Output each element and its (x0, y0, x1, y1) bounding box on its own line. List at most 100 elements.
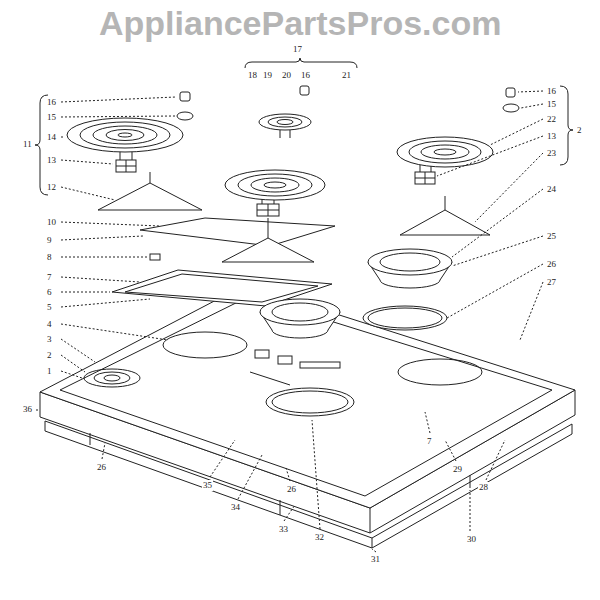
callout-number: 3 (46, 334, 53, 345)
cap-and-ring (503, 104, 519, 112)
leader-line (61, 97, 176, 102)
drip-pan (380, 253, 440, 271)
cooktop-box (370, 508, 371, 533)
leader-line (470, 490, 471, 531)
surface-element (421, 145, 469, 159)
callout-number: 15 (546, 99, 557, 110)
callout-number: 12 (46, 182, 57, 193)
surface-element (251, 178, 299, 192)
drip-pan (260, 299, 340, 338)
leader-line (312, 420, 320, 529)
leader-line (486, 440, 505, 480)
group-bracket (560, 86, 573, 165)
surface-element (93, 126, 157, 144)
callout-number: 32 (314, 532, 325, 543)
trim-ring (368, 308, 442, 328)
callout-number: 7 (46, 272, 53, 283)
callout-number: 13 (546, 131, 557, 142)
surface-element (67, 114, 493, 204)
callout-number: 16 (300, 70, 311, 81)
leader-line (210, 440, 235, 477)
surface-element (106, 130, 144, 141)
leader-line (102, 443, 105, 459)
callout-number: 16 (46, 97, 57, 108)
cap-and-ring (506, 88, 515, 97)
callout-number: 14 (46, 132, 57, 143)
element-tray (140, 218, 335, 246)
callout-number: 10 (46, 217, 57, 228)
callout-number: 30 (466, 534, 477, 545)
callout-number: 4 (46, 319, 53, 330)
group-bracket (35, 58, 573, 195)
callout-number: 36 (22, 404, 33, 415)
callout-number: 24 (546, 184, 557, 195)
callout-number: 9 (46, 235, 53, 246)
surface-element (409, 141, 481, 163)
cooktop-top (272, 391, 348, 413)
surface-element (268, 117, 302, 127)
callout-number: 13 (46, 155, 57, 166)
leader-line (475, 153, 543, 222)
callout-number: 26 (546, 259, 557, 270)
surface-element (434, 149, 456, 155)
support-plate (125, 274, 318, 302)
leader-line (452, 236, 543, 266)
callout-number: 29 (452, 464, 463, 475)
leader-line (61, 222, 160, 226)
leader-line (518, 91, 543, 92)
receptacle (116, 160, 136, 172)
leader-line (61, 137, 65, 138)
leader-line (61, 324, 168, 340)
callout-number: 2 (576, 125, 583, 136)
callout-number: 20 (281, 70, 292, 81)
surface-element (225, 170, 325, 200)
drip-pan (260, 299, 340, 325)
surface-element (277, 120, 293, 125)
leader-line (61, 355, 85, 372)
callout-number: 28 (478, 482, 489, 493)
cooktop-top (163, 332, 247, 358)
cap-and-ring (180, 92, 190, 101)
callout-number: 26 (96, 462, 107, 473)
leader-line (61, 339, 95, 362)
trim-ring (363, 306, 447, 330)
receptacle (257, 204, 279, 216)
callout-number: 27 (546, 277, 557, 288)
cooktop-top (40, 285, 575, 508)
element-tray (150, 254, 160, 260)
leader-line (238, 455, 262, 499)
leader-line (284, 505, 295, 521)
drip-pan (272, 303, 328, 321)
front-surface-unit (94, 372, 130, 384)
leader-line (61, 160, 113, 164)
cap-and-ring (177, 86, 519, 120)
cooktop-top (60, 296, 552, 496)
trim-ring (363, 306, 447, 330)
receptacle (116, 160, 435, 216)
leader-line (372, 549, 376, 552)
surface-element (80, 122, 170, 148)
callout-number: 7 (426, 436, 433, 447)
leader-line (61, 236, 143, 240)
front-surface-unit (84, 369, 140, 387)
callout-number: 1 (46, 366, 53, 377)
leader-line (61, 371, 82, 378)
leader-line (61, 257, 147, 258)
callout-number: 21 (341, 70, 352, 81)
receptacle (415, 178, 435, 179)
cooktop-top (250, 372, 290, 385)
callout-number: 11 (22, 139, 33, 150)
cooktop-box (572, 424, 573, 434)
surface-element (264, 182, 286, 188)
drip-pan (368, 249, 452, 288)
element-bracket (445, 196, 446, 210)
cooktop-top (398, 359, 482, 385)
callout-number: 2 (46, 350, 53, 361)
callout-number: 25 (546, 231, 557, 242)
callout-number: 22 (546, 114, 557, 125)
element-bracket (222, 238, 314, 262)
surface-element (420, 165, 421, 172)
surface-element (259, 114, 311, 130)
